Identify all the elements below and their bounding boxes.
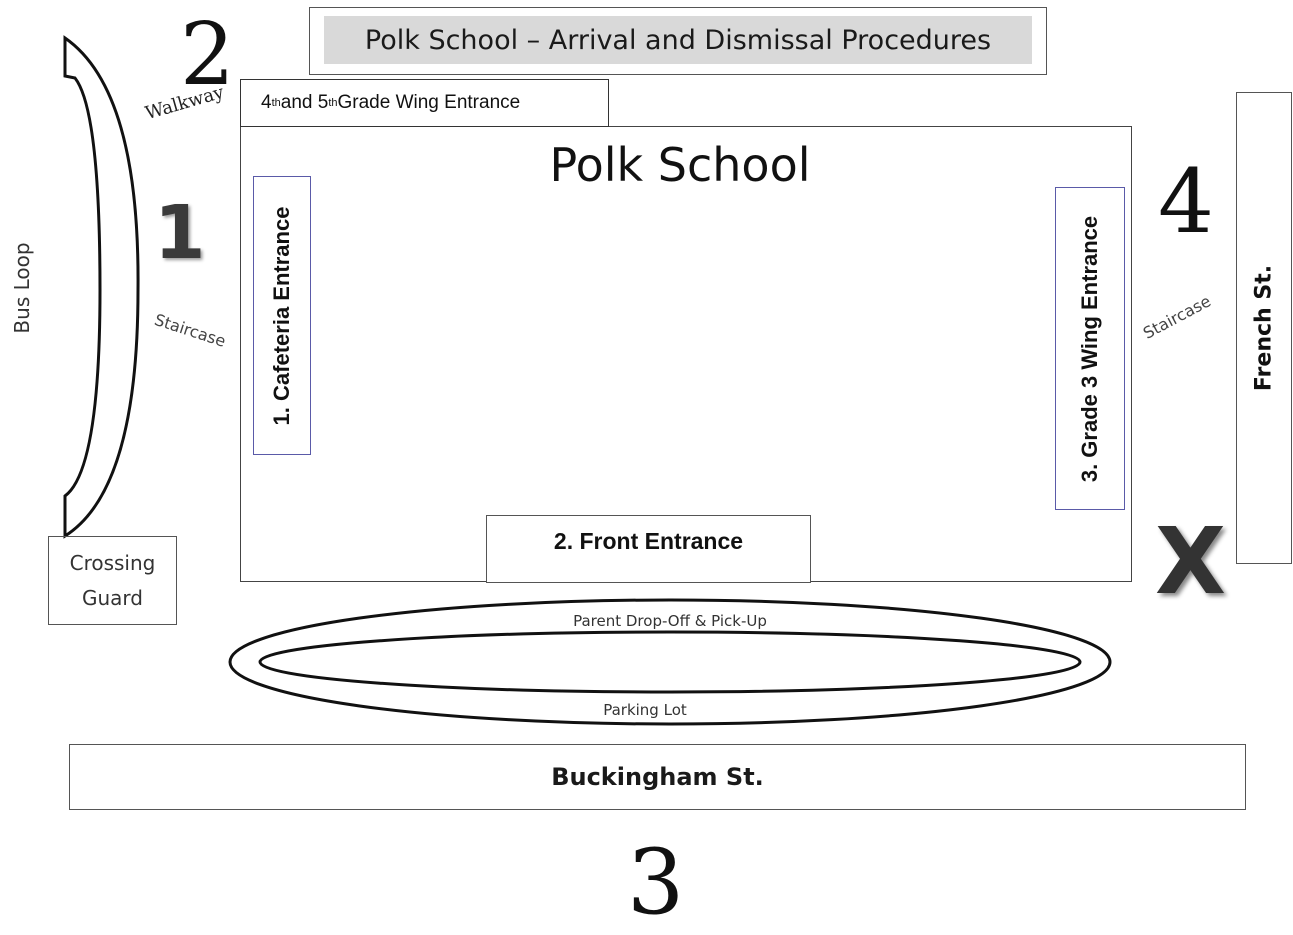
- location-number-4: 4: [1158, 150, 1214, 253]
- wing-entrance-and-5: and 5: [280, 92, 329, 113]
- page-title: Polk School – Arrival and Dismissal Proc…: [324, 16, 1032, 64]
- grade3-entrance-label: 3. Grade 3 Wing Entrance: [1077, 215, 1102, 482]
- french-street-label: French St.: [1251, 264, 1277, 392]
- cafeteria-entrance: 1. Cafeteria Entrance: [253, 176, 311, 455]
- wing-entrance-sup-th: th: [271, 97, 281, 109]
- parking-lot-outer-ring: [228, 598, 1112, 726]
- school-building: [240, 126, 1132, 582]
- parking-lot-label: Parking Lot: [603, 701, 687, 719]
- wing-entrance-grade-4: 4: [261, 92, 272, 113]
- x-mark: X: [1155, 508, 1226, 615]
- location-number-3: 3: [627, 830, 685, 935]
- parent-dropoff-label: Parent Drop-Off & Pick-Up: [573, 612, 767, 630]
- wing-entrance-sup-th-2: th: [328, 97, 338, 109]
- parking-lot-inner-ring: [258, 630, 1082, 694]
- french-street: French St.: [1236, 92, 1292, 564]
- front-entrance: 2. Front Entrance: [486, 515, 811, 583]
- title-banner: Polk School – Arrival and Dismissal Proc…: [309, 7, 1047, 75]
- cafeteria-entrance-label: 1. Cafeteria Entrance: [269, 206, 294, 425]
- buckingham-street: Buckingham St.: [69, 744, 1246, 810]
- location-number-1: 1: [154, 190, 206, 276]
- crossing-guard-label: Crossing Guard: [69, 550, 156, 610]
- crossing-guard-box: Crossing Guard: [48, 536, 177, 625]
- grade3-wing-entrance: 3. Grade 3 Wing Entrance: [1055, 187, 1125, 510]
- location-number-2: 2: [180, 5, 235, 105]
- bus-loop-label: Bus Loop: [10, 242, 34, 334]
- school-name: Polk School: [549, 138, 811, 192]
- wing-entrance-suffix: Grade Wing Entrance: [337, 92, 521, 113]
- bus-loop-shape: [63, 35, 140, 539]
